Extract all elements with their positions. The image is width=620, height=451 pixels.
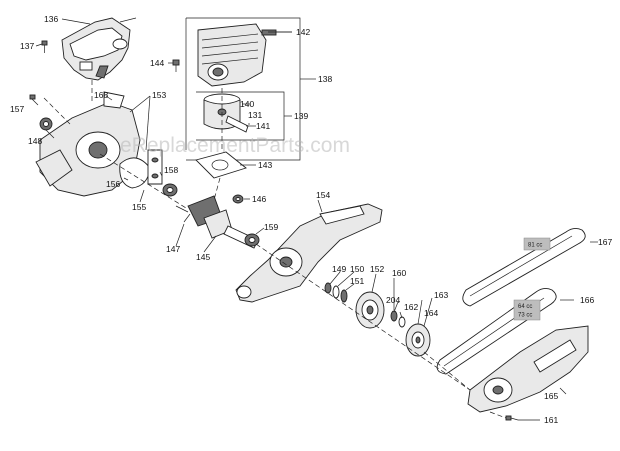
svg-text:73 cc: 73 cc [518,313,532,319]
svg-text:81 cc: 81 cc [528,243,542,249]
screw-137[interactable] [41,40,48,53]
washer-151[interactable] [340,289,348,303]
callout-131: 131 [248,110,262,120]
callout-145: 145 [196,252,210,262]
callout-156: 156 [106,179,120,189]
cylinder[interactable] [197,23,267,87]
callout-204: 204 [386,295,400,305]
callout-163: 163 [434,290,448,300]
callout-151: 151 [350,276,364,286]
crankcase-left[interactable] [35,91,141,197]
washer-162[interactable] [398,316,406,328]
axis-guard [423,351,471,391]
callout-166: 166 [580,295,594,305]
seal-146[interactable] [232,194,244,204]
callout-155: 155 [132,202,146,212]
callout-154: 154 [316,190,330,200]
callout-144: 144 [150,58,164,68]
callout-139: 139 [294,111,308,121]
watermark-text: eReplacementParts.com [120,134,350,157]
axis-crank-right [255,243,471,391]
callout-153: 153 [152,90,166,100]
callout-142: 142 [296,27,310,37]
bracket-138 [185,17,301,161]
washer-150[interactable] [332,285,340,299]
cylinder-gasket[interactable] [195,151,247,179]
callout-158: 158 [164,165,178,175]
axis-left [43,97,71,125]
axis-crank [99,153,187,209]
callout-148: 148 [28,136,42,146]
callout-147: 147 [166,244,180,254]
bearing-148[interactable] [39,117,53,131]
leader-lines [35,17,598,421]
bearing-158[interactable] [162,183,178,197]
callout-138: 138 [318,74,332,84]
callout-136: 136 [44,14,58,24]
callout-165: 165 [544,391,558,401]
screw-161[interactable] [505,415,519,421]
belt-guard[interactable] [467,325,589,413]
callout-141: 141 [256,121,270,131]
callout-140: 140 [240,99,254,109]
callout-161: 161 [544,415,558,425]
callout-162: 162 [404,302,418,312]
callout-157: 157 [10,104,24,114]
size-tag-81cc: 81 cc [523,237,551,251]
screw-157[interactable] [29,94,39,106]
callout-labels: 136 137 142 144 138 168 153 157 140 131 … [10,14,612,425]
callout-168: 168 [94,90,108,100]
belt-167[interactable] [462,227,586,307]
engine-cover[interactable] [61,17,131,81]
gasket-156[interactable] [119,157,151,189]
size-tag-64-73cc: 64 cc 73 cc [513,299,541,321]
clutch-drum-152[interactable] [355,291,385,329]
bearing-204[interactable] [390,310,398,322]
callout-137: 137 [20,41,34,51]
callout-159: 159 [264,222,278,232]
screw-144[interactable] [172,59,180,72]
svg-text:64 cc: 64 cc [518,304,532,310]
crankcase-right-arm[interactable] [235,203,383,303]
callout-143: 143 [258,160,272,170]
washer-149[interactable] [324,282,332,294]
callout-150: 150 [350,264,364,274]
crankshaft[interactable] [175,195,259,249]
callout-164: 164 [424,308,438,318]
axis-cylinder-low [213,177,221,201]
callout-152: 152 [370,264,384,274]
callout-160: 160 [392,268,406,278]
callout-149: 149 [332,264,346,274]
spark-plug-142[interactable] [261,29,292,36]
axis-screw [489,411,507,419]
callout-167: 167 [598,237,612,247]
piston-pin[interactable] [225,115,249,133]
plate-155[interactable] [147,149,163,185]
pulley-164[interactable] [405,323,431,357]
callout-146: 146 [252,194,266,204]
bearing-159[interactable] [244,233,260,247]
